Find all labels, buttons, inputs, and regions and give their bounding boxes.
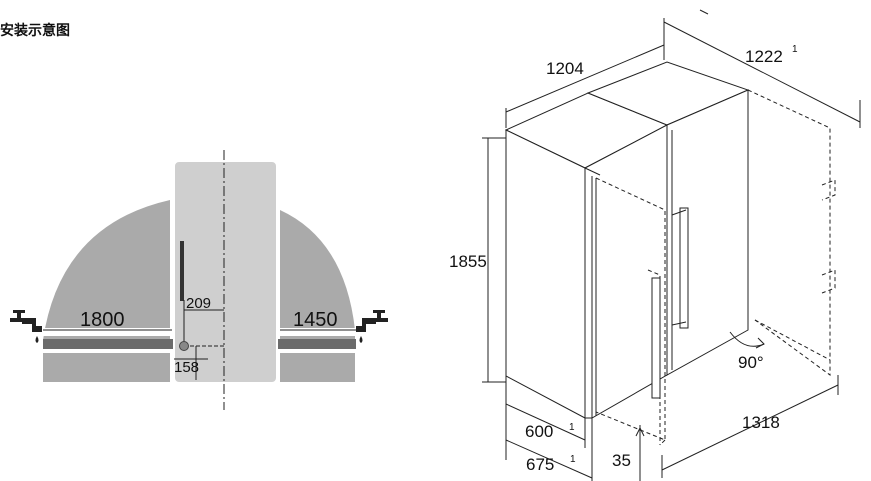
width-label: 1204 (546, 59, 584, 78)
right-door-handle (679, 207, 689, 329)
water-line-left (43, 339, 173, 349)
door-handle (180, 241, 184, 301)
iso-dimension-labels: 1204 1222 1 1855 600 1 675 1 35 1318 90° (449, 44, 798, 474)
plan-view: 1800 1450 209 158 (10, 150, 388, 410)
left-door-swing-area (43, 200, 170, 382)
left-unit-side (505, 129, 586, 419)
water-offset-y-label: 158 (174, 359, 199, 376)
depth-total-note: 1 (570, 454, 576, 465)
water-offset-x-label: 209 (186, 295, 211, 312)
left-unit-front (584, 124, 668, 419)
water-line-right (278, 339, 356, 349)
door-open-width-label: 1318 (742, 413, 780, 432)
left-clearance-label: 1800 (80, 309, 125, 331)
gap-label: 35 (612, 451, 631, 470)
height-label: 1855 (449, 252, 487, 271)
water-tap-icon (356, 310, 388, 343)
opened-door-outline (595, 89, 836, 446)
water-connection-point (179, 341, 189, 351)
depth-full-label: 1222 (745, 47, 783, 66)
water-tap-icon (10, 310, 42, 343)
depth-full-note: 1 (792, 44, 798, 55)
right-clearance-label: 1450 (293, 309, 338, 331)
depth-total-label: 675 (526, 455, 554, 474)
page-title: 安装示意图 (0, 23, 70, 39)
right-door-swing-area (280, 210, 355, 382)
door-angle-label: 90° (738, 353, 764, 372)
appliance-body (173, 160, 278, 384)
depth-body-label: 600 (525, 422, 553, 441)
right-unit-front (666, 89, 749, 376)
left-door-handle (651, 277, 661, 399)
iso-view (482, 9, 861, 481)
depth-body-note: 1 (569, 422, 575, 433)
